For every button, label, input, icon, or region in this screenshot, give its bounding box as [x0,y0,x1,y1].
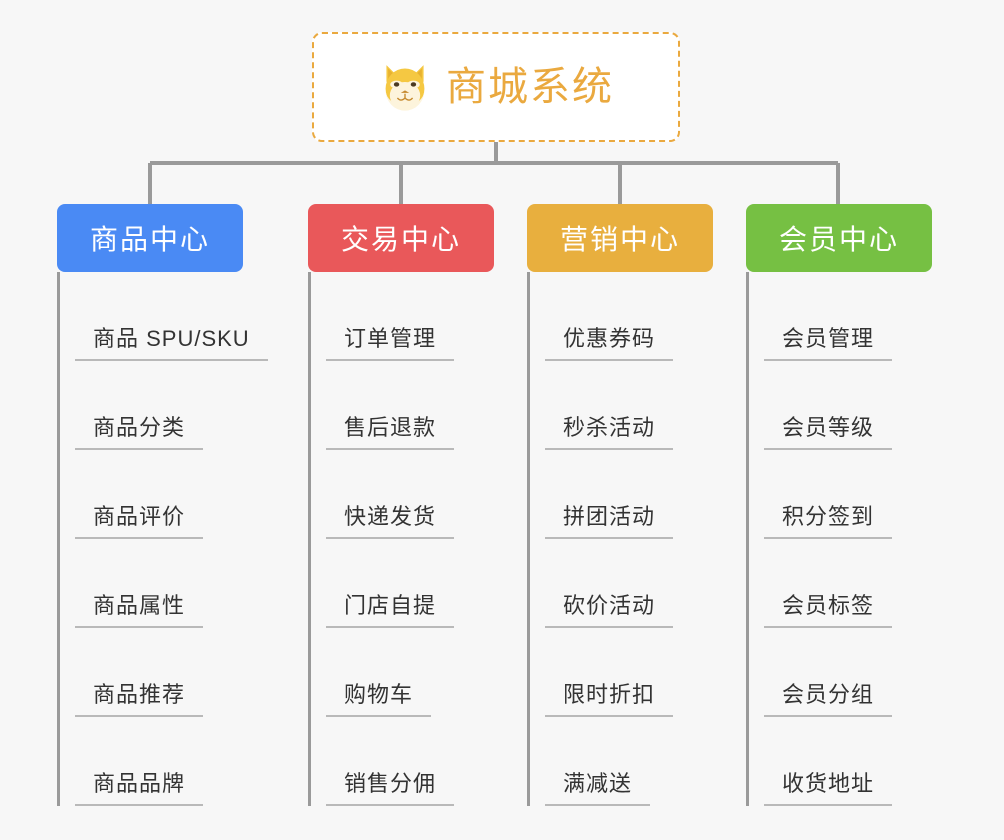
list-item[interactable]: 快递发货 [326,450,494,539]
list-item[interactable]: 商品推荐 [75,628,243,717]
leaf-label: 拼团活动 [545,504,674,539]
branch-header-3[interactable]: 营销中心 [527,204,713,272]
leaf-label: 购物车 [326,682,432,717]
list-item[interactable]: 商品 SPU/SKU [75,272,268,361]
list-item[interactable]: 购物车 [326,628,494,717]
list-item[interactable]: 秒杀活动 [545,361,713,450]
leaf-label: 商品 SPU/SKU [75,326,268,361]
list-item[interactable]: 门店自提 [326,539,494,628]
list-item[interactable]: 会员分组 [764,628,932,717]
branch-header-label: 商品中心 [89,224,210,255]
branch-items-3: 优惠券码 秒杀活动 拼团活动 砍价活动 限时折扣 满减送 [527,272,713,806]
leaf-label: 会员标签 [764,593,893,628]
leaf-label: 会员等级 [764,415,893,450]
leaf-label: 砍价活动 [545,593,674,628]
leaf-label: 订单管理 [326,326,455,361]
branch-header-2[interactable]: 交易中心 [308,204,494,272]
branch-items-2: 订单管理 售后退款 快递发货 门店自提 购物车 销售分佣 [308,272,494,806]
list-item[interactable]: 商品品牌 [75,717,243,806]
list-item[interactable]: 限时折扣 [545,628,713,717]
list-item[interactable]: 砍价活动 [545,539,713,628]
leaf-label: 售后退款 [326,415,455,450]
branch-column-4: 会员中心 会员管理 会员等级 积分签到 会员标签 会员分组 收货地址 [746,204,932,806]
list-item[interactable]: 商品属性 [75,539,243,628]
branch-header-label: 交易中心 [340,224,461,255]
list-item[interactable]: 销售分佣 [326,717,494,806]
branch-header-4[interactable]: 会员中心 [746,204,932,272]
leaf-label: 快递发货 [326,504,455,539]
list-item[interactable]: 会员等级 [764,361,932,450]
list-item[interactable]: 满减送 [545,717,713,806]
leaf-label: 商品属性 [75,593,204,628]
leaf-label: 收货地址 [764,771,893,806]
branch-header-label: 会员中心 [778,224,899,255]
root-title: 商城系统 [446,65,614,109]
leaf-label: 优惠券码 [545,326,674,361]
branch-header-label: 营销中心 [559,224,680,255]
list-item[interactable]: 会员管理 [764,272,932,361]
branch-items-4: 会员管理 会员等级 积分签到 会员标签 会员分组 收货地址 [746,272,932,806]
leaf-label: 商品分类 [75,415,204,450]
branch-column-3: 营销中心 优惠券码 秒杀活动 拼团活动 砍价活动 限时折扣 满减送 [527,204,713,806]
branch-items-1: 商品 SPU/SKU 商品分类 商品评价 商品属性 商品推荐 商品品牌 [57,272,268,806]
list-item[interactable]: 订单管理 [326,272,494,361]
leaf-label: 门店自提 [326,593,455,628]
leaf-label: 销售分佣 [326,771,455,806]
list-item[interactable]: 拼团活动 [545,450,713,539]
list-item[interactable]: 会员标签 [764,539,932,628]
branch-header-1[interactable]: 商品中心 [57,204,243,272]
list-item[interactable]: 售后退款 [326,361,494,450]
leaf-label: 秒杀活动 [545,415,674,450]
list-item[interactable]: 商品分类 [75,361,243,450]
branch-column-2: 交易中心 订单管理 售后退款 快递发货 门店自提 购物车 销售分佣 [308,204,494,806]
shiba-dog-face-icon [385,65,425,111]
branch-column-1: 商品中心 商品 SPU/SKU 商品分类 商品评价 商品属性 商品推荐 商品品牌 [57,204,268,806]
list-item[interactable]: 积分签到 [764,450,932,539]
leaf-label: 商品推荐 [75,682,204,717]
leaf-label: 积分签到 [764,504,893,539]
leaf-label: 满减送 [545,771,651,806]
leaf-label: 商品品牌 [75,771,204,806]
leaf-label: 会员管理 [764,326,893,361]
leaf-label: 限时折扣 [545,682,674,717]
list-item[interactable]: 优惠券码 [545,272,713,361]
leaf-label: 会员分组 [764,682,893,717]
root-node[interactable]: 商城系统 [312,32,680,142]
leaf-label: 商品评价 [75,504,204,539]
list-item[interactable]: 收货地址 [764,717,932,806]
list-item[interactable]: 商品评价 [75,450,243,539]
